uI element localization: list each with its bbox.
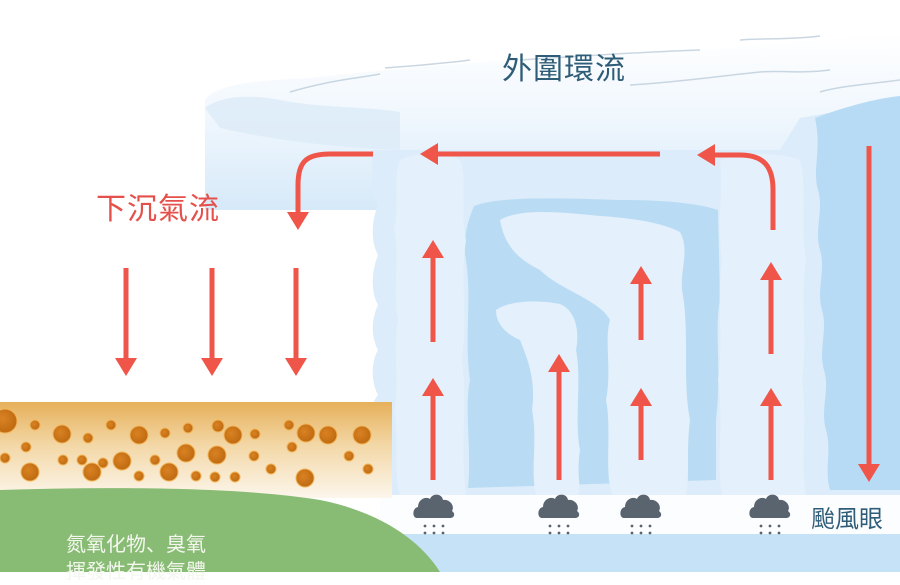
- pollutant-particle: [265, 463, 277, 475]
- raindrop: [630, 524, 634, 528]
- pollutant-particle: [76, 454, 88, 466]
- rain-cloud-icon: [620, 494, 662, 535]
- pollutant-particle: [209, 471, 221, 483]
- pollutant-particle: [20, 462, 40, 482]
- pollutant-particle: [105, 419, 117, 431]
- up-arrow: [422, 378, 444, 480]
- raindrop: [639, 524, 643, 528]
- pollutant-particle: [248, 450, 260, 462]
- pollutant-particle: [176, 443, 196, 463]
- pollutant-particle: [229, 471, 241, 483]
- raindrop: [639, 531, 643, 535]
- pollutant-particle: [97, 457, 109, 469]
- raindrop: [423, 531, 427, 535]
- raindrop: [423, 524, 427, 528]
- pollutant-particle: [190, 470, 202, 482]
- raindrop: [557, 531, 561, 535]
- raindrop: [548, 531, 552, 535]
- raindrop: [768, 531, 772, 535]
- raindrop: [566, 524, 570, 528]
- typhoon-subsidence-diagram: 外圍環流 下沉氣流 颱風眼 氮氧化物、臭氧 揮發性有機氣體: [0, 33, 900, 583]
- pollutant-particle: [129, 425, 149, 445]
- pollutant-particle: [223, 425, 243, 445]
- raindrop: [759, 524, 763, 528]
- pollutant-particle: [296, 423, 316, 443]
- curved-left-down-arrow: [287, 151, 373, 230]
- rain-cloud-icon: [749, 494, 791, 535]
- raindrop: [548, 524, 552, 528]
- up-arrow: [422, 240, 444, 342]
- pollutant-particle: [159, 427, 171, 439]
- pollutant-particle: [362, 463, 374, 475]
- pollutant-particles: [0, 408, 374, 488]
- outflow-left-arrow: [420, 143, 660, 165]
- anvil-streaks: [289, 35, 900, 93]
- eye-wall: [815, 96, 900, 490]
- pollutant-particle: [211, 419, 225, 433]
- curved-up-left-arrow: [697, 144, 776, 230]
- pollutant-particle: [52, 424, 72, 444]
- pollutant-particle: [295, 468, 315, 488]
- pollutant-particle: [283, 419, 295, 431]
- outer-circulation-label: 外圍環流: [502, 52, 626, 87]
- pollutant-particle: [29, 419, 41, 431]
- pollutant-particle: [0, 452, 11, 464]
- rain-clouds: [413, 494, 791, 535]
- pollutant-particle: [0, 408, 18, 434]
- raindrop: [432, 524, 436, 528]
- raindrop: [630, 531, 634, 535]
- raindrop: [441, 524, 445, 528]
- pollutant-particle: [133, 470, 145, 482]
- typhoon-eye-label: 颱風眼: [811, 505, 883, 533]
- up-arrow: [630, 388, 652, 460]
- pollutant-particle: [57, 454, 69, 466]
- pollutant-particle: [318, 425, 338, 445]
- raindrop: [441, 531, 445, 535]
- down-arrow: [285, 268, 307, 376]
- raindrop: [566, 531, 570, 535]
- pollutants-line-1: 氮氧化物、臭氧: [66, 532, 206, 556]
- pollutant-particle: [149, 454, 161, 466]
- pollutant-particle: [182, 422, 194, 434]
- pollutant-particle: [82, 432, 94, 444]
- pollution-haze-layer: [0, 402, 392, 498]
- anvil-underside: [205, 96, 400, 150]
- down-arrow: [115, 268, 137, 376]
- raindrop: [432, 531, 436, 535]
- pollutant-particle: [20, 441, 32, 453]
- pollutant-particle: [82, 462, 102, 482]
- pollutant-particle: [207, 445, 227, 465]
- ground-hill: [0, 488, 440, 572]
- pollutant-particle: [159, 462, 179, 482]
- up-arrow: [630, 266, 652, 340]
- raindrop: [777, 524, 781, 528]
- raindrop: [648, 524, 652, 528]
- up-arrow: [548, 354, 570, 480]
- up-arrow: [760, 262, 782, 354]
- pollutant-particle: [352, 425, 372, 445]
- eye-down-arrow: [858, 146, 880, 482]
- pollutant-particle: [249, 428, 261, 440]
- airflow-arrows: [115, 143, 880, 482]
- pollutant-particle: [112, 451, 132, 471]
- down-arrow: [201, 268, 223, 376]
- raindrop: [557, 524, 561, 528]
- pollutant-particle: [343, 450, 355, 462]
- up-arrow: [760, 388, 782, 480]
- raindrop: [759, 531, 763, 535]
- raindrop: [648, 531, 652, 535]
- rain-cloud-icon: [538, 494, 580, 535]
- raindrop: [777, 531, 781, 535]
- diagram-canvas: [0, 33, 900, 572]
- rain-cloud-icon: [413, 494, 455, 535]
- pollutants-label: 氮氧化物、臭氧 揮發性有機氣體: [66, 531, 206, 585]
- raindrop: [768, 524, 772, 528]
- subsidence-label: 下沉氣流: [96, 192, 220, 227]
- pollutant-particle: [286, 441, 298, 453]
- sea-surface: [380, 532, 900, 572]
